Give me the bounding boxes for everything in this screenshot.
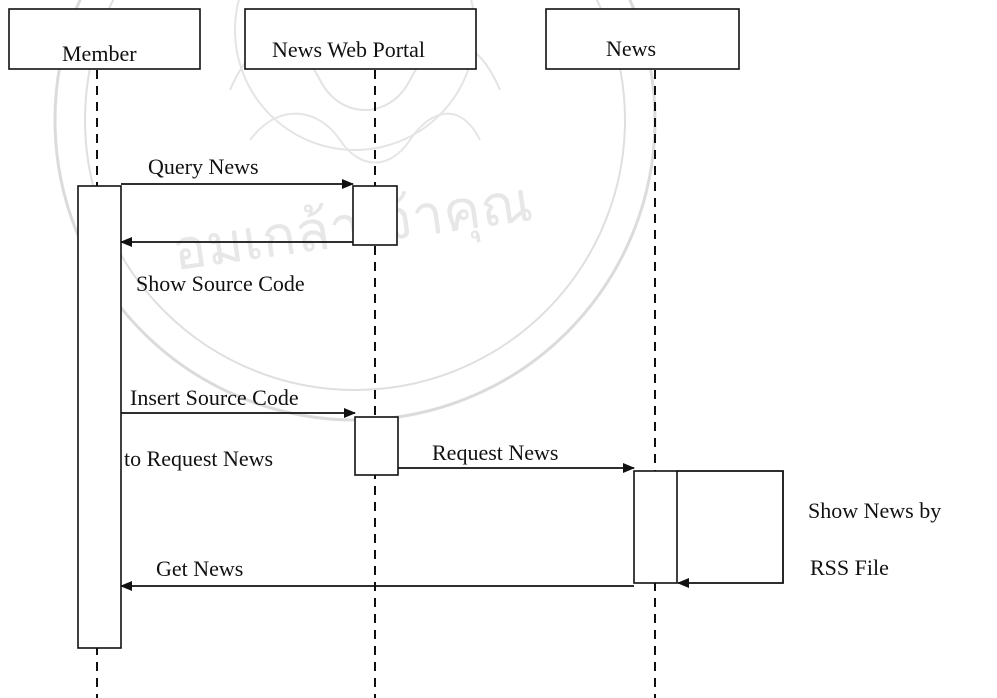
msg-insert-source-code-label-line2: to Request News	[124, 446, 273, 471]
portal-activation-query	[352, 185, 398, 246]
msg-get-news-label: Get News	[156, 556, 243, 581]
actor-news-web-portal: News Web Portal	[244, 8, 477, 70]
msg-request-news-label: Request News	[432, 440, 558, 465]
portal-activation-request	[354, 416, 399, 476]
actor-member-label: Member	[62, 41, 137, 66]
news-activation	[633, 470, 678, 584]
actor-news-label: News	[606, 36, 656, 61]
msg-insert-source-code-label-line1: Insert Source Code	[130, 385, 299, 410]
msg-show-source-code-label: Show Source Code	[136, 271, 305, 296]
actor-portal-label: News Web Portal	[272, 37, 425, 62]
msg-show-news-rss-label-line2: RSS File	[810, 555, 889, 580]
actor-member: Member	[8, 8, 201, 70]
actor-news: News	[545, 8, 740, 70]
member-activation	[77, 185, 122, 649]
msg-show-news-rss-loop	[677, 470, 784, 588]
msg-query-news-label: Query News	[148, 154, 259, 179]
msg-show-news-rss-label-line1: Show News by	[808, 498, 941, 523]
